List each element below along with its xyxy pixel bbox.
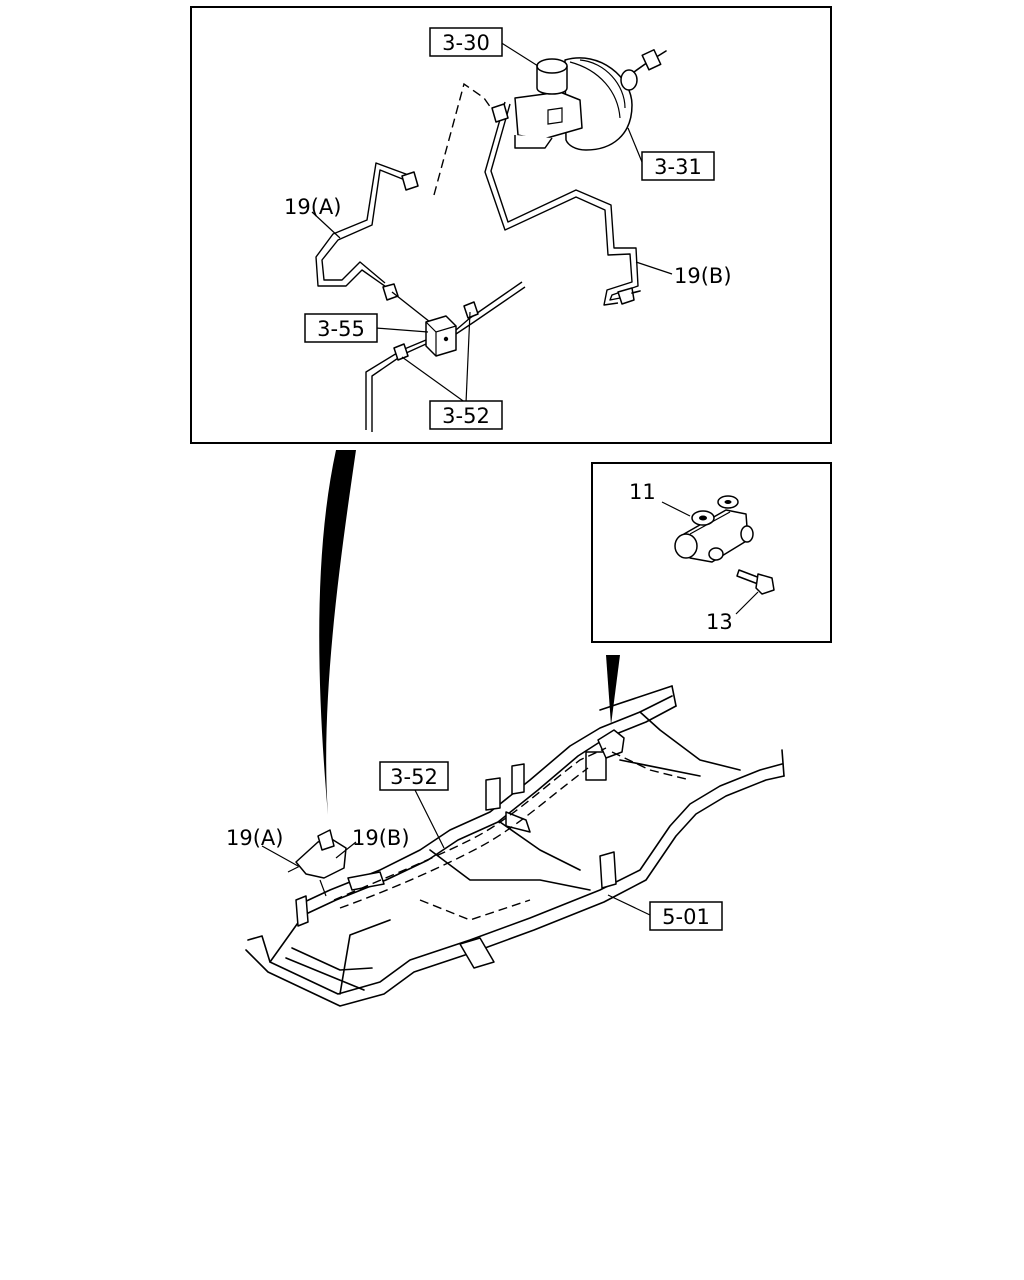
label-3-55: 3-55 (304, 313, 378, 343)
label-3-52-top: 3-52 (429, 400, 503, 430)
label-3-52-frame: 3-52 (379, 761, 449, 791)
callout-pointer-left (319, 450, 356, 815)
label-19a-frame: 19(A) (226, 826, 283, 850)
label-19b-top: 19(B) (674, 264, 732, 288)
brake-pipe-19a-top (315, 82, 499, 323)
svg-text:3-52: 3-52 (390, 765, 438, 789)
master-cylinder (514, 58, 583, 149)
svg-text:3-31: 3-31 (654, 155, 702, 179)
inset-bolt (736, 569, 775, 595)
label-19a-top: 19(A) (284, 195, 341, 219)
brake-pipe-19b-top (484, 101, 641, 306)
label-3-30: 3-30 (429, 27, 503, 57)
inset-leaders (661, 501, 759, 615)
svg-text:3-30: 3-30 (442, 31, 490, 55)
callout-pointer-right (606, 655, 620, 725)
label-19b-frame: 19(B) (352, 826, 410, 850)
label-11: 11 (629, 480, 656, 504)
chassis-frame (245, 685, 785, 1007)
top-detail-panel (190, 6, 832, 444)
label-5-01: 5-01 (649, 901, 723, 931)
svg-text:5-01: 5-01 (662, 905, 710, 929)
svg-text:3-52: 3-52 (442, 404, 490, 428)
frame-brake-lines (333, 747, 691, 921)
top-leaders (311, 41, 673, 404)
label-13: 13 (706, 610, 733, 634)
svg-text:3-55: 3-55 (317, 317, 365, 341)
inset-valve (674, 495, 754, 563)
proportioning-block (365, 281, 526, 432)
label-3-31: 3-31 (641, 151, 715, 181)
frame-leaders (261, 787, 651, 916)
